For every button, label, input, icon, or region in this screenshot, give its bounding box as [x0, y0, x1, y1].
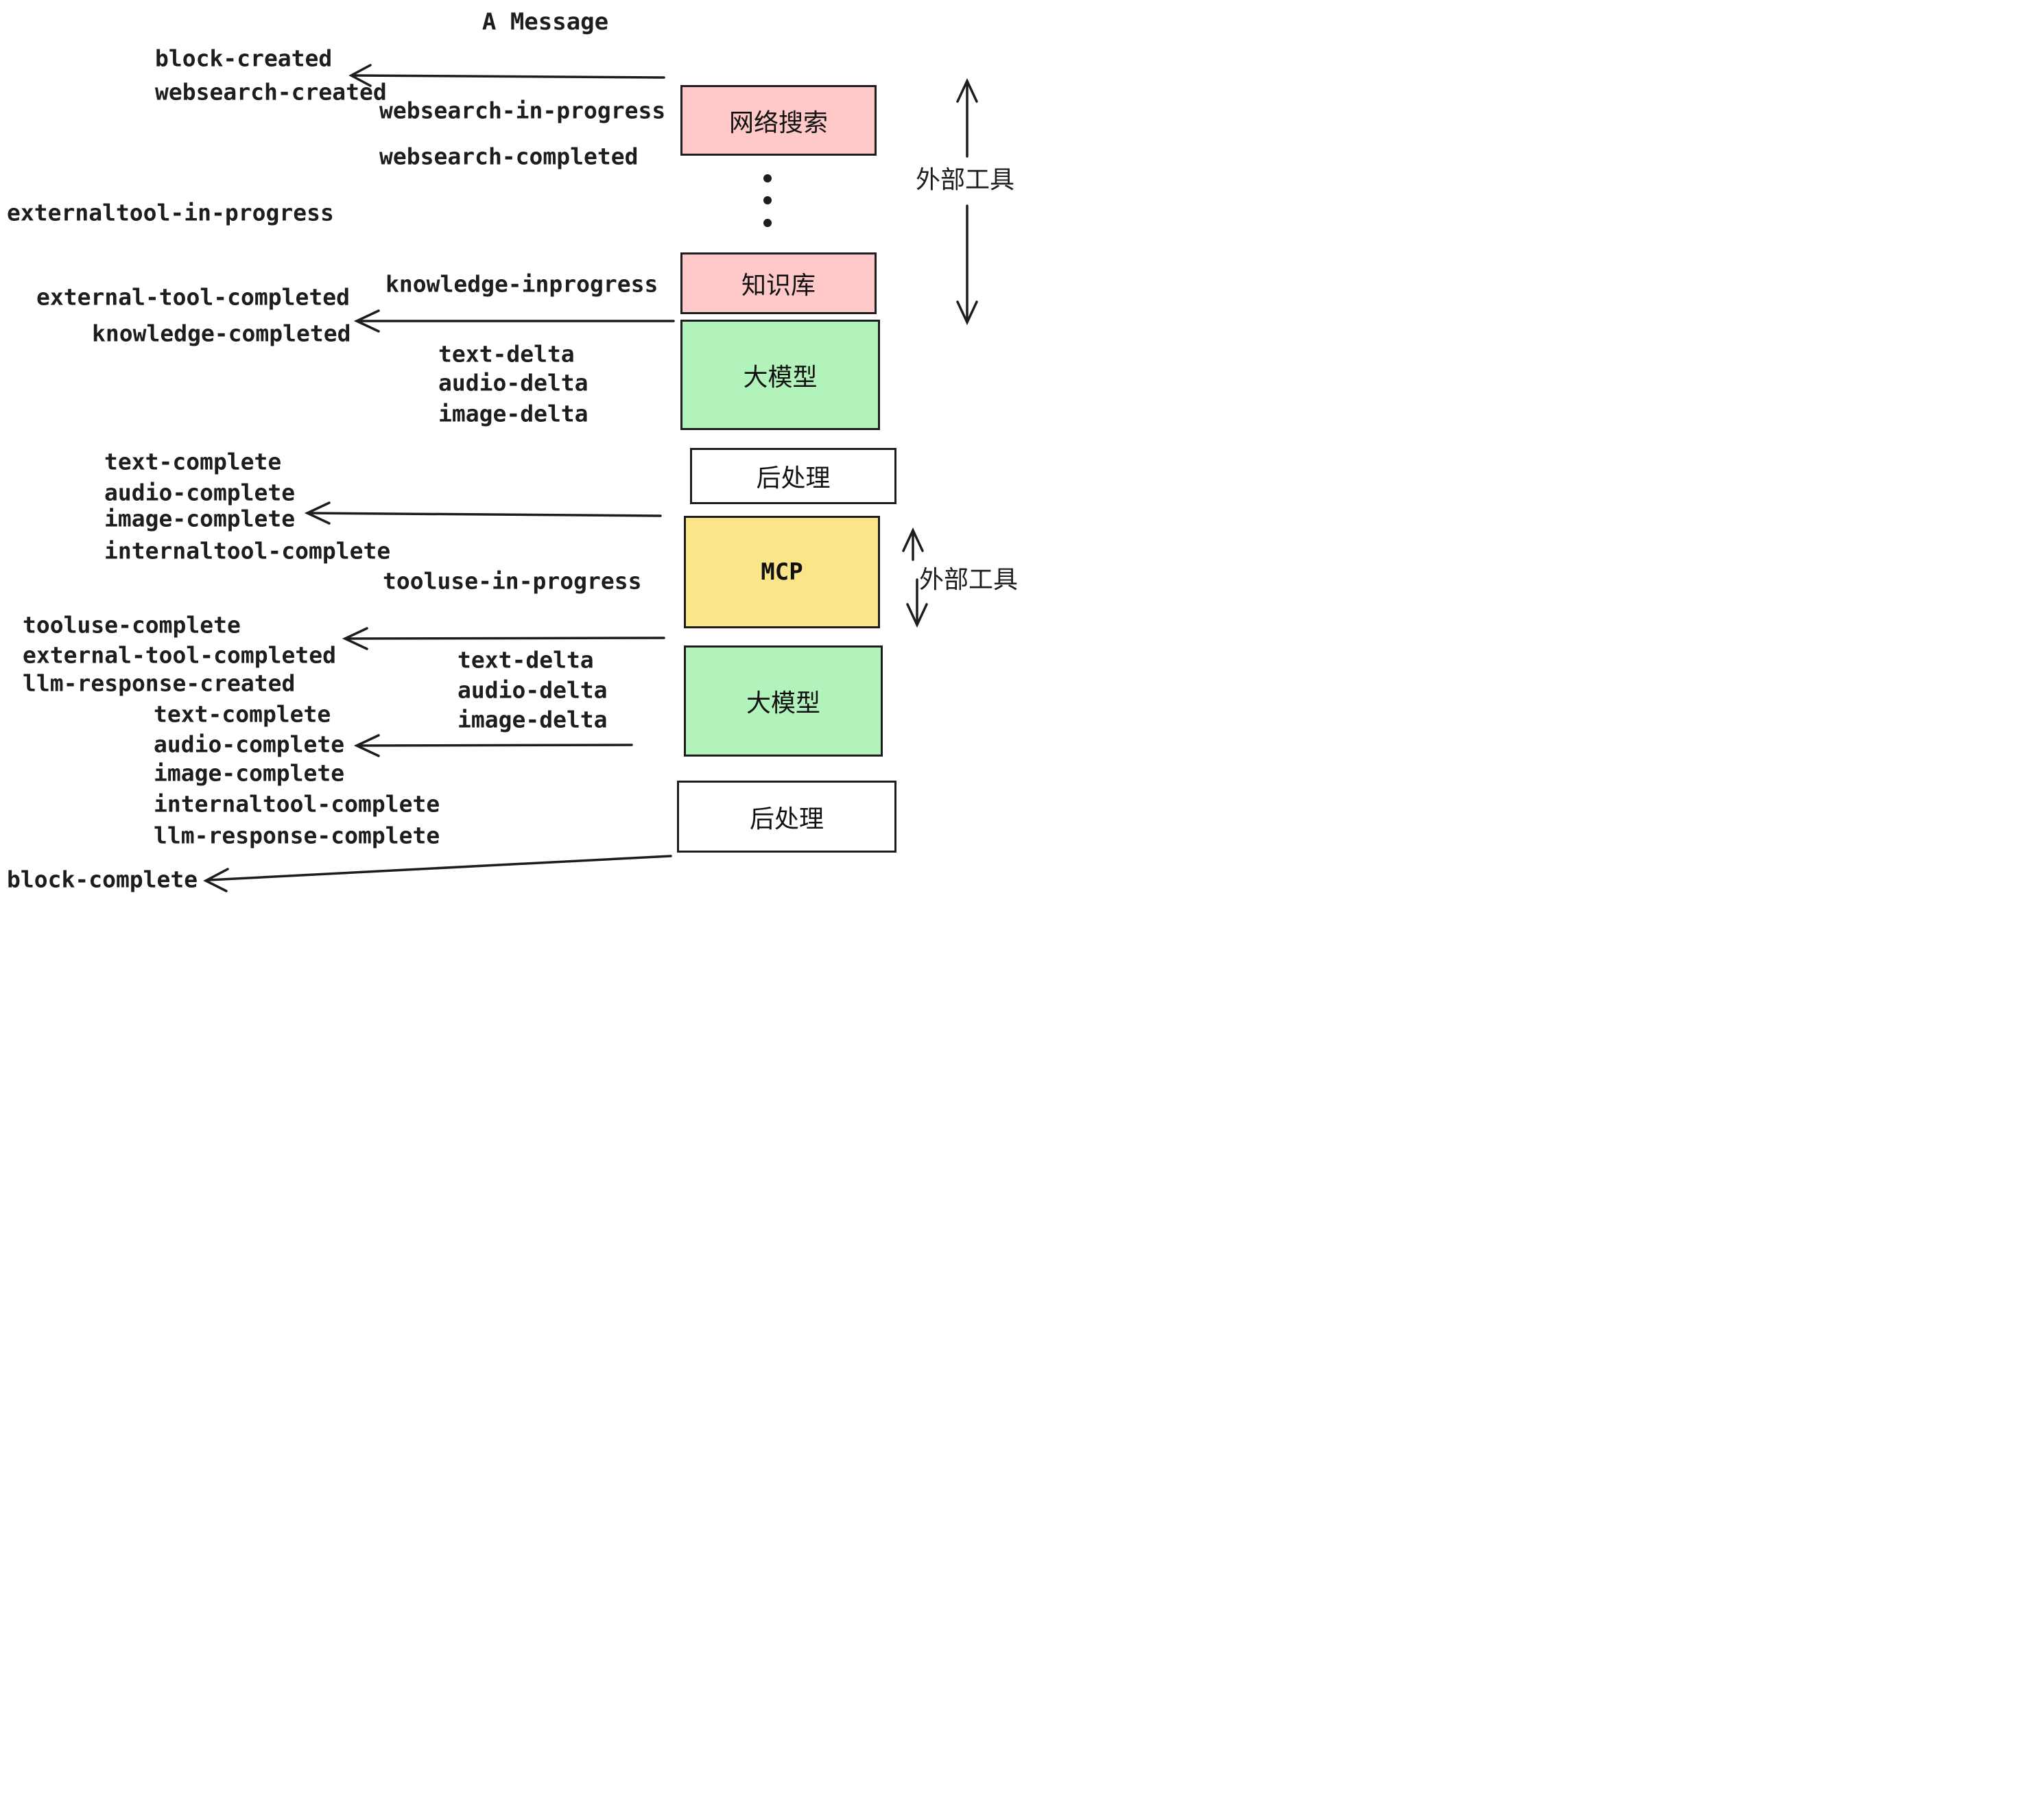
- event-text-complete-2: text-complete: [154, 700, 331, 728]
- arrow-tooluse-complete: [346, 637, 665, 640]
- event-knowledge-completed: knowledge-completed: [92, 320, 351, 347]
- box-knowledge: 知识库: [680, 252, 877, 314]
- event-text-delta-2: text-delta: [457, 646, 594, 674]
- arrow-internal-complete: [309, 512, 662, 517]
- event-audio-complete-1: audio-complete: [104, 479, 296, 506]
- arrow-llm-complete: [358, 744, 633, 747]
- event-llm-response-created: llm-response-created: [23, 669, 296, 697]
- event-websearch-created: websearch-created: [155, 78, 387, 106]
- event-tooluse-complete: tooluse-complete: [23, 611, 241, 639]
- box-mcp: MCP: [684, 516, 880, 628]
- box-postprocess-top: 后处理: [690, 448, 896, 504]
- box-llm-bottom: 大模型: [684, 645, 883, 757]
- event-block-complete: block-complete: [7, 866, 198, 893]
- event-tooluse-in-progress: tooluse-in-progress: [383, 567, 642, 595]
- message-flow-diagram: A Message 网络搜索 知识库 大模型 后处理 MCP 大模型 后处理 外…: [0, 0, 1022, 902]
- box-postprocess-bottom: 后处理: [677, 781, 896, 853]
- diagram-arrows-layer: [203, 64, 978, 892]
- event-knowledge-inprogress: knowledge-inprogress: [385, 270, 658, 298]
- event-llm-response-complete: llm-response-complete: [154, 822, 440, 849]
- event-text-delta-1: text-delta: [438, 340, 575, 368]
- ellipsis-dots: [763, 174, 772, 227]
- event-websearch-in-progress: websearch-in-progress: [379, 97, 666, 124]
- arrow-block-complete: [207, 855, 672, 881]
- event-external-tool-completed-1: external-tool-completed: [36, 283, 350, 311]
- box-llm-top: 大模型: [680, 320, 880, 430]
- event-internaltool-complete-2: internaltool-complete: [154, 790, 440, 818]
- event-internaltool-complete-1: internaltool-complete: [104, 537, 391, 565]
- event-block-created: block-created: [155, 45, 333, 72]
- event-websearch-completed: websearch-completed: [379, 143, 639, 170]
- event-audio-complete-2: audio-complete: [154, 731, 345, 758]
- external-tools-label-mid: 外部工具: [918, 566, 1019, 594]
- box-websearch: 网络搜索: [680, 85, 877, 156]
- event-image-delta-1: image-delta: [438, 400, 589, 427]
- event-audio-delta-1: audio-delta: [438, 369, 589, 396]
- event-image-delta-2: image-delta: [457, 706, 608, 733]
- external-tools-label-top: 外部工具: [915, 166, 1015, 194]
- arrow-websearch-to-created: [353, 74, 665, 79]
- event-image-complete-1: image-complete: [104, 505, 296, 532]
- event-externaltool-in-progress: externaltool-in-progress: [7, 199, 334, 226]
- diagram-title: A Message: [482, 8, 609, 36]
- event-external-tool-completed-2: external-tool-completed: [23, 641, 336, 669]
- event-audio-delta-2: audio-delta: [457, 676, 608, 704]
- event-text-complete-1: text-complete: [104, 448, 282, 475]
- event-image-complete-2: image-complete: [154, 759, 345, 787]
